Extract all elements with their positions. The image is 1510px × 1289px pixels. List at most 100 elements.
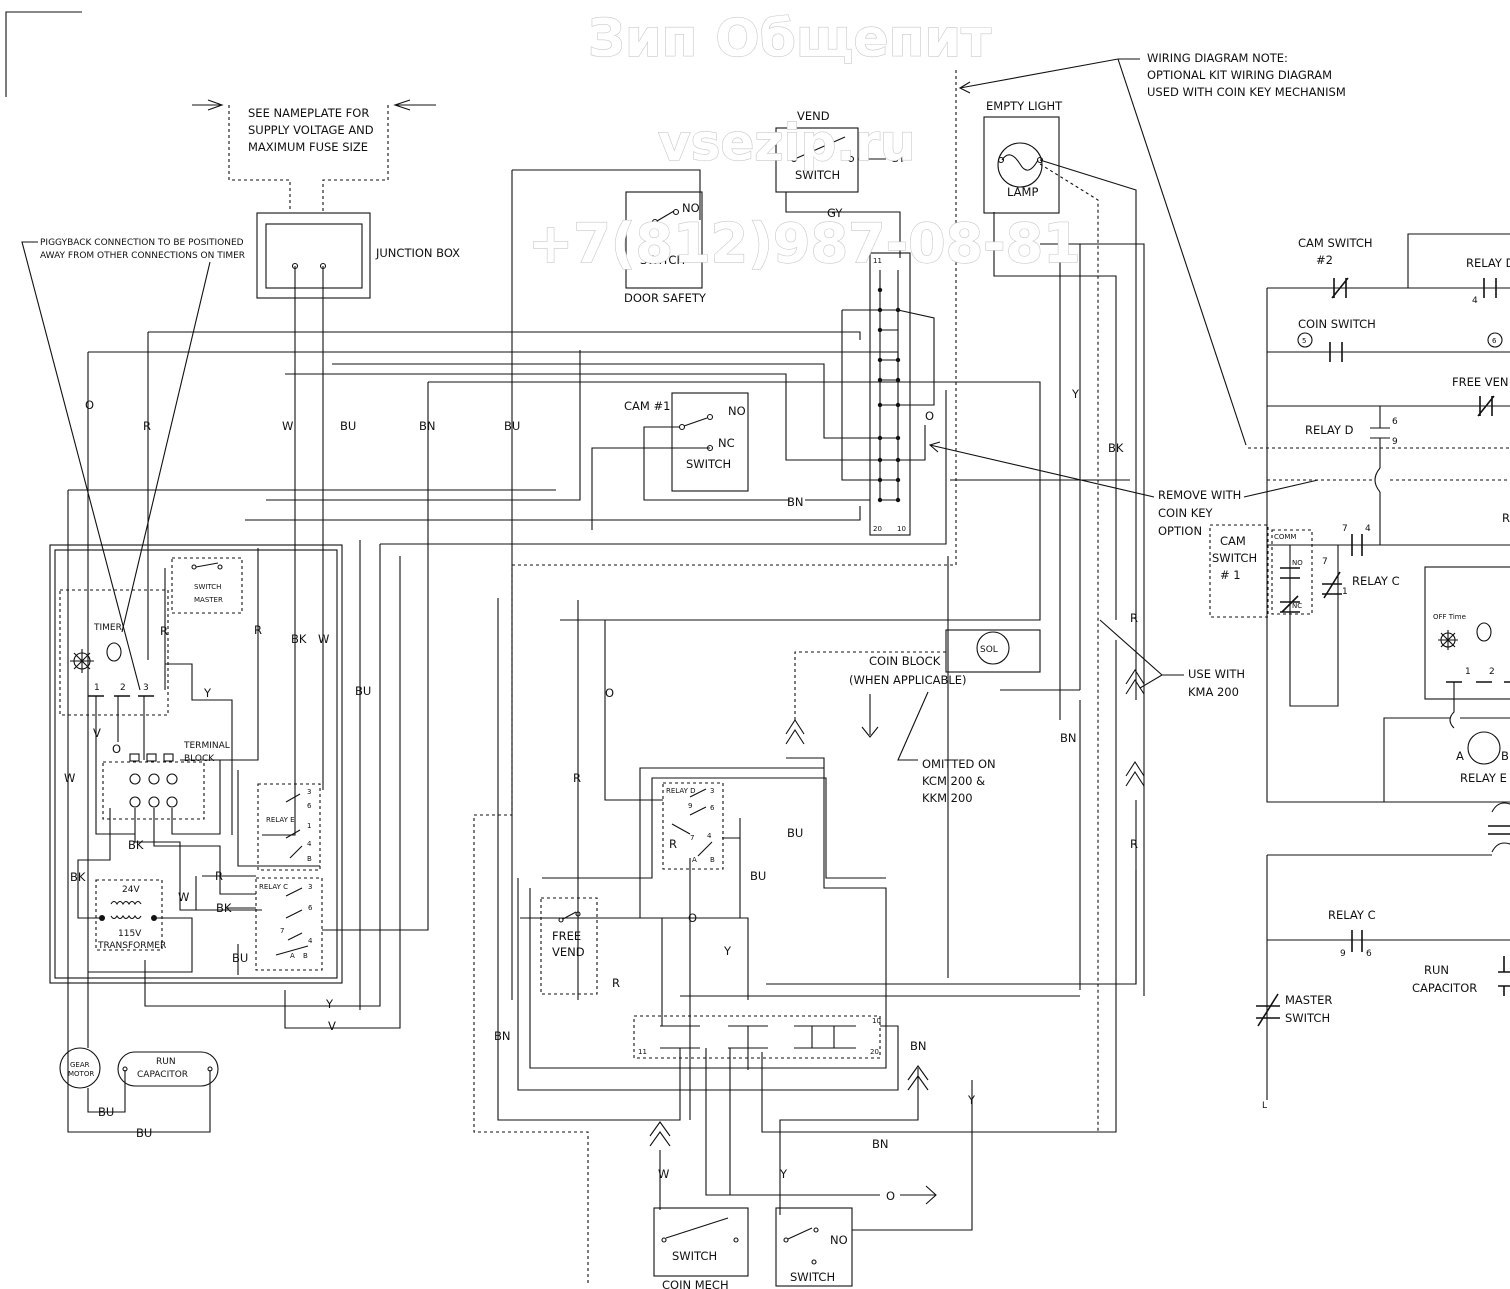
switch-master-line2: MASTER: [194, 596, 223, 604]
svg-text:BN: BN: [1060, 731, 1077, 745]
svg-text:L: L: [1262, 1101, 1267, 1111]
svg-text:V: V: [328, 1019, 336, 1033]
svg-text:(WHEN APPLICABLE): (WHEN APPLICABLE): [849, 673, 967, 687]
nameplate-note-line2: SUPPLY VOLTAGE AND: [248, 123, 374, 137]
svg-text:4: 4: [707, 832, 712, 840]
svg-text:4: 4: [308, 937, 313, 945]
svg-text:W: W: [318, 632, 329, 646]
empty-light: EMPTY LIGHT LAMP: [983, 99, 1063, 214]
relay-c-box: RELAY C 3 6 7 4 A B: [255, 877, 323, 971]
svg-text:O: O: [605, 686, 614, 700]
wiring-note-line2: OPTIONAL KIT WIRING DIAGRAM: [1147, 68, 1332, 82]
svg-text:A: A: [290, 952, 295, 960]
svg-text:10: 10: [897, 525, 906, 533]
svg-text:R: R: [143, 419, 151, 433]
svg-text:# 1: # 1: [1220, 568, 1241, 582]
svg-text:FREE VEN: FREE VEN: [1452, 375, 1509, 389]
svg-text:CAPACITOR: CAPACITOR: [1412, 981, 1477, 995]
piggyback-note-line2: AWAY FROM OTHER CONNECTIONS ON TIMER: [40, 251, 245, 261]
watermark-line1: Зип Общепит: [588, 9, 991, 69]
nameplate-note-line3: MAXIMUM FUSE SIZE: [248, 140, 368, 154]
svg-text:BU: BU: [98, 1105, 114, 1119]
svg-text:RELAY E: RELAY E: [1460, 771, 1507, 785]
svg-text:O: O: [886, 1189, 895, 1203]
corner-mark: [5, 11, 82, 97]
svg-text:BU: BU: [136, 1126, 152, 1140]
junction-box-label: JUNCTION BOX: [375, 246, 460, 260]
svg-text:6: 6: [1366, 949, 1372, 959]
svg-text:R: R: [1502, 511, 1510, 525]
terminal-block: TERMINAL BLOCK: [102, 741, 230, 820]
svg-text:6: 6: [308, 904, 313, 912]
svg-text:7: 7: [1322, 557, 1328, 567]
svg-text:O: O: [85, 398, 94, 412]
svg-text:W: W: [282, 419, 293, 433]
notes-right: WIRING DIAGRAM NOTE: OPTIONAL KIT WIRING…: [922, 51, 1346, 805]
svg-text:R: R: [215, 869, 223, 883]
svg-text:O: O: [688, 911, 697, 925]
svg-text:A: A: [1456, 749, 1464, 763]
usewith-note-line1: USE WITH: [1188, 667, 1245, 681]
gear-motor: GEAR MOTOR: [59, 1047, 101, 1089]
wiring-note-line1: WIRING DIAGRAM NOTE:: [1147, 51, 1288, 65]
relay-d-label: RELAY D: [666, 787, 695, 795]
svg-text:R: R: [160, 624, 168, 638]
svg-text:BK: BK: [291, 632, 307, 646]
svg-text:1: 1: [1465, 667, 1471, 677]
svg-text:5: 5: [1302, 337, 1306, 345]
run-capacitor-left: RUN CAPACITOR: [117, 1051, 219, 1087]
coin-block: SOL COIN BLOCK (WHEN APPLICABLE): [794, 629, 1041, 761]
svg-text:SWITCH: SWITCH: [640, 253, 685, 267]
svg-text:NO: NO: [728, 404, 746, 418]
svg-text:B: B: [303, 952, 308, 960]
vend-switch: VEND SWITCH GY GY: [775, 109, 906, 258]
svg-text:V: V: [93, 726, 101, 740]
svg-text:6: 6: [307, 802, 312, 810]
svg-text:2: 2: [120, 683, 126, 693]
svg-text:BN: BN: [419, 419, 436, 433]
empty-light-label: EMPTY LIGHT: [986, 99, 1063, 113]
left-wiring: [67, 169, 1041, 1133]
svg-text:3: 3: [308, 883, 312, 891]
coin-mech-label: COIN MECH: [662, 1278, 729, 1289]
svg-text:SWITCH: SWITCH: [672, 1249, 717, 1263]
svg-text:3: 3: [307, 788, 311, 796]
svg-text:BU: BU: [340, 419, 356, 433]
svg-text:SWITCH: SWITCH: [1212, 551, 1257, 565]
control-box: [49, 544, 343, 984]
svg-text:CAM SWITCH: CAM SWITCH: [1298, 236, 1373, 250]
svg-text:BK: BK: [70, 870, 86, 884]
svg-text:4: 4: [1472, 296, 1478, 306]
svg-text:1: 1: [307, 822, 311, 830]
svg-text:11: 11: [638, 1048, 647, 1056]
svg-text:10: 10: [872, 1017, 881, 1025]
svg-text:R: R: [254, 623, 262, 637]
kit-boundary: [473, 70, 1099, 1283]
svg-text:9: 9: [1392, 437, 1398, 447]
svg-text:Y: Y: [1071, 387, 1080, 401]
svg-text:3: 3: [143, 683, 149, 693]
terminal-strip-horizontal: 11 20 10: [633, 1015, 881, 1059]
svg-text:COMM: COMM: [1274, 533, 1296, 541]
svg-text:RELAY C: RELAY C: [1328, 908, 1376, 922]
svg-text:BK: BK: [216, 901, 232, 915]
svg-text:OFF Time: OFF Time: [1433, 613, 1466, 621]
svg-text:20: 20: [870, 1048, 879, 1056]
svg-text:BN: BN: [787, 495, 804, 509]
svg-text:2: 2: [1489, 667, 1495, 677]
svg-text:NO: NO: [1292, 559, 1303, 567]
svg-text:24V: 24V: [122, 885, 140, 895]
relay-c-label: RELAY C: [259, 883, 288, 891]
terminal-label-line1: TERMINAL: [183, 741, 230, 751]
svg-text:RELAY C: RELAY C: [1352, 574, 1400, 588]
piggyback-note-line1: PIGGYBACK CONNECTION TO BE POSITIONED: [40, 238, 244, 248]
svg-text:R: R: [573, 771, 581, 785]
relay-d-box: RELAY D 3 6 9 7 4 A B R: [662, 782, 724, 870]
usewith-note-line2: KMA 200: [1188, 685, 1239, 699]
svg-text:R: R: [612, 976, 620, 990]
svg-text:3: 3: [710, 787, 714, 795]
svg-text:CAM: CAM: [1220, 534, 1246, 548]
svg-text:W: W: [658, 1167, 669, 1181]
piggyback-note: PIGGYBACK CONNECTION TO BE POSITIONED AW…: [21, 238, 245, 691]
